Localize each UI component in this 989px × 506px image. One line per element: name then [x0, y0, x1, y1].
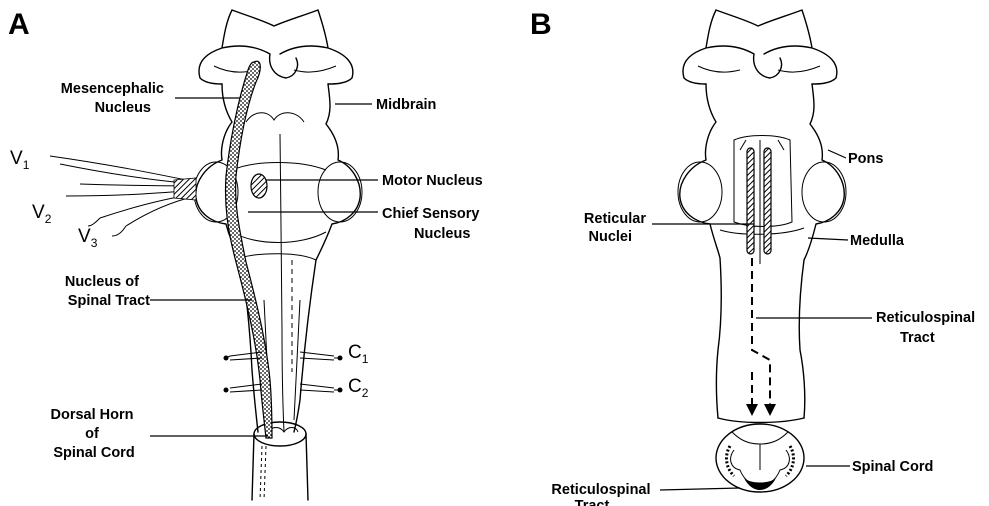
label-c1: C1 — [348, 342, 369, 366]
label-medulla: Medulla — [850, 233, 905, 249]
reticulospinal-tract-path — [746, 258, 776, 416]
brainstem-outline-a — [194, 84, 362, 432]
label-pons: Pons — [848, 151, 883, 167]
leader-medulla — [808, 238, 848, 240]
trigeminal-nerve — [50, 156, 196, 236]
panel-letter-a: A — [8, 8, 30, 41]
label-reticular-nuclei: Reticular Nuclei — [584, 211, 650, 245]
reticular-nucleus-right — [764, 148, 771, 254]
thalamus-outline-b — [683, 10, 837, 84]
panel-letter-b: B — [530, 8, 552, 41]
label-nucleus-of-spinal-tract: Nucleus of Spinal Tract — [65, 274, 150, 309]
reticular-nucleus-left — [747, 148, 754, 254]
leader-pons — [828, 150, 846, 158]
label-midbrain: Midbrain — [376, 97, 436, 113]
label-chief-sensory-nucleus: Chief Sensory Nucleus — [382, 206, 484, 242]
thalamus-outline-a — [199, 10, 353, 84]
panel-b: B — [530, 8, 979, 506]
label-v2: V2 — [32, 202, 52, 226]
label-mesencephalic-nucleus: Mesencephalic Nucleus — [61, 81, 168, 116]
leader-reticulospinal-tract-bottom — [660, 488, 740, 490]
label-v3: V3 — [78, 226, 98, 250]
label-motor-nucleus: Motor Nucleus — [382, 173, 483, 189]
motor-nucleus-shape — [251, 174, 267, 198]
spinal-cord-cross-section — [716, 424, 804, 492]
label-c2: C2 — [348, 376, 369, 400]
spinal-cord-segment-a — [252, 422, 308, 500]
label-reticulospinal-tract-bottom: Reticulospinal Tract — [551, 482, 654, 506]
label-reticulospinal-tract: Reticulospinal Tract — [876, 310, 979, 346]
label-dorsal-horn: Dorsal Horn of Spinal Cord — [50, 407, 137, 461]
brainstem-outline-b — [678, 84, 846, 423]
panel-a: A — [8, 8, 484, 500]
label-v1: V1 — [10, 148, 30, 172]
trigeminal-nucleus-column — [225, 61, 272, 438]
label-spinal-cord: Spinal Cord — [852, 459, 933, 475]
